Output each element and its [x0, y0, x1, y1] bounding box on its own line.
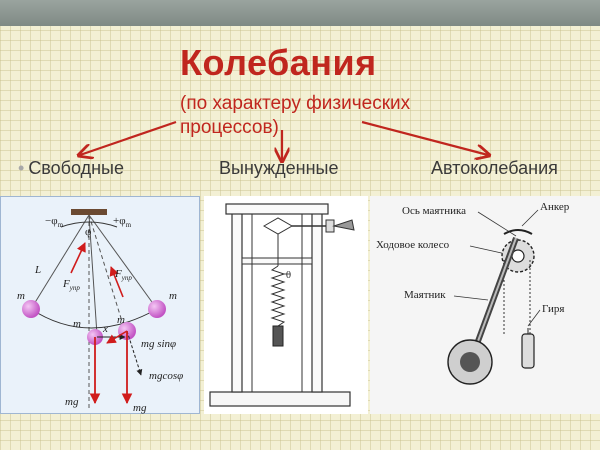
force-right-label: Fупр — [114, 268, 132, 282]
slide-title: Колебания — [180, 42, 377, 83]
category-forced-label: Вынужденные — [219, 158, 339, 178]
category-self-label: Автоколебания — [431, 158, 558, 178]
pointer-axis — [477, 211, 517, 237]
x-label: x — [102, 323, 108, 335]
left-post — [231, 211, 243, 393]
spring-diagram: 0 — [204, 196, 368, 414]
zero-mark: 0 — [286, 270, 291, 281]
category-arrows — [0, 120, 600, 200]
spring-weight — [272, 325, 284, 347]
label-axis: Ось маятника — [402, 205, 466, 217]
mass-label-2: m — [169, 290, 177, 302]
ceiling — [71, 209, 107, 215]
slider-bar — [241, 257, 313, 265]
label-weight: Гиря — [542, 303, 564, 315]
clock-diagram: Ось маятника Анкер Ходовое колесо Маятни… — [370, 196, 600, 414]
label-wheel: Ходовое колесо — [376, 239, 450, 251]
mg-cos-label: mgcosφ — [149, 370, 183, 382]
bullet: • — [18, 158, 25, 178]
angle-left-label: −φm — [45, 215, 64, 229]
spring-figure: 0 — [209, 203, 355, 407]
crank-arm — [332, 219, 355, 231]
spring — [270, 265, 286, 327]
string-offset — [88, 214, 126, 332]
top-beam — [225, 203, 329, 215]
pointer-pendulum — [453, 295, 489, 301]
label-anchor: Анкер — [540, 201, 570, 213]
mg-sin-label: mg sinφ — [141, 338, 176, 350]
slide-subtitle: (по характеру физических процессов) — [180, 93, 411, 138]
pendulum-rod-inner — [473, 237, 517, 353]
angle-arc — [60, 221, 118, 228]
weight — [521, 333, 535, 369]
mass-label-4: m — [117, 314, 125, 326]
arrow-right — [361, 120, 488, 155]
mass-label-1: m — [17, 290, 25, 302]
force-left-vector — [70, 242, 86, 274]
mg-cos-vector — [126, 330, 143, 376]
string-left — [30, 214, 90, 310]
category-self: Автоколебания — [431, 158, 558, 179]
phi-label: φ — [85, 226, 91, 238]
category-free-label: Свободные — [28, 158, 124, 178]
top-bar — [0, 0, 600, 26]
right-post — [311, 211, 323, 393]
label-pendulum: Маятник — [404, 289, 446, 301]
mg-sin-vector — [106, 330, 128, 344]
anchor — [503, 229, 533, 235]
category-free: •Свободные — [18, 158, 124, 179]
ball-left — [22, 300, 40, 318]
length-label: L — [34, 264, 41, 276]
mg-right-label: mg — [133, 402, 147, 414]
pointer-wheel — [469, 245, 507, 255]
mg-left-label: mg — [65, 396, 79, 408]
string-right — [88, 214, 158, 310]
clock-figure: Ось маятника Анкер Ходовое колесо Маятни… — [376, 201, 570, 385]
ball-right — [148, 300, 166, 318]
force-right-vector — [109, 266, 124, 298]
crank-link — [262, 217, 294, 235]
pendulum-diagram: −φm +φm φ L Fупр Fупр m m m m x mg sinφ … — [0, 196, 200, 414]
pendulum-figure: −φm +φm φ L Fупр Fупр m m m m x mg sinφ … — [17, 209, 183, 414]
force-left-label: Fупр — [62, 278, 80, 292]
arrow-left — [80, 120, 177, 155]
base-plate — [209, 391, 351, 407]
swing-arc — [30, 308, 158, 329]
angle-right-label: +φm — [113, 215, 132, 229]
string-center — [88, 214, 98, 336]
pointer-weight — [527, 309, 541, 327]
pendulum-bob-center — [460, 352, 480, 372]
category-forced: Вынужденные — [219, 158, 338, 179]
mass-label-3: m — [73, 318, 81, 330]
pointer-anchor — [521, 209, 539, 227]
